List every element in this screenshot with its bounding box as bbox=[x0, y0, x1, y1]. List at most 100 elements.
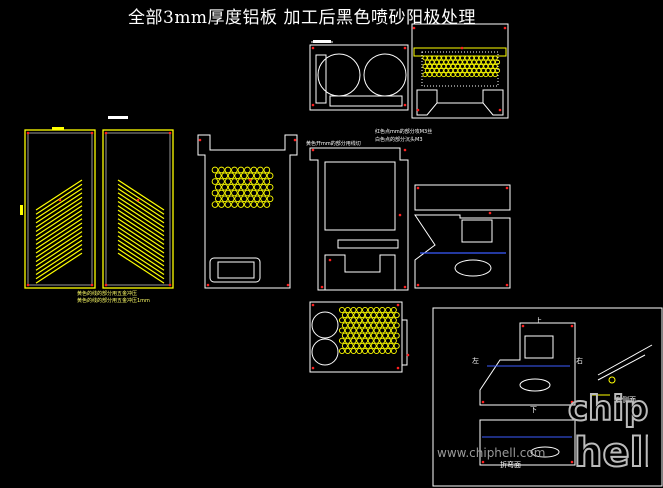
vent-hole bbox=[429, 67, 435, 74]
vent-hole bbox=[231, 201, 238, 208]
vent-hole bbox=[431, 55, 437, 61]
vent-hole bbox=[436, 55, 442, 61]
vent-hole bbox=[344, 347, 351, 354]
screw-hole bbox=[311, 303, 315, 307]
vent-hole bbox=[422, 55, 428, 61]
vent-hole bbox=[466, 67, 472, 74]
vent-hole bbox=[362, 337, 369, 344]
screw-hole bbox=[90, 131, 94, 135]
bottom-honeycomb-panel bbox=[309, 301, 408, 373]
vent-hole bbox=[227, 183, 235, 191]
vent-slat bbox=[35, 196, 83, 228]
vent-hole bbox=[227, 172, 235, 180]
vent-hole bbox=[429, 59, 435, 65]
vent-hole bbox=[350, 317, 357, 324]
vent-hole bbox=[260, 172, 267, 180]
vent-hole bbox=[459, 63, 465, 69]
vent-hole bbox=[382, 342, 389, 349]
vent-hole bbox=[244, 201, 251, 208]
vent-hole bbox=[443, 59, 449, 65]
screw-hole bbox=[398, 213, 402, 217]
screw-hole bbox=[168, 131, 172, 135]
vent-hole bbox=[353, 332, 360, 339]
vent-hole bbox=[379, 347, 386, 354]
vent-hole bbox=[424, 67, 430, 74]
vent-hole bbox=[356, 306, 363, 314]
vent-hole bbox=[364, 312, 371, 319]
vent-hole bbox=[376, 322, 383, 329]
vent-slat bbox=[35, 231, 83, 263]
vent-hole bbox=[464, 55, 470, 61]
radiator-front-panel bbox=[309, 41, 409, 111]
chiphell-logo: chip hell bbox=[567, 388, 648, 472]
vent-slat bbox=[117, 188, 165, 220]
vent-hole bbox=[379, 306, 386, 314]
vent-hole bbox=[385, 337, 392, 344]
view-label-left: 左 bbox=[472, 357, 479, 365]
screw-hole bbox=[311, 366, 315, 370]
vent-hole bbox=[434, 59, 440, 65]
vent-hole bbox=[224, 178, 232, 185]
vent-slat bbox=[117, 192, 165, 224]
screw-hole bbox=[406, 353, 410, 357]
vent-hole bbox=[445, 55, 451, 61]
vent-hole bbox=[350, 347, 357, 354]
vent-hole bbox=[341, 342, 348, 349]
note-panel-left-a: 黄色的线的部分用五金冲压 bbox=[77, 291, 138, 297]
vent-hole bbox=[445, 72, 451, 78]
view-label-side-small: 右侧面 bbox=[615, 396, 636, 404]
vent-hole bbox=[370, 332, 377, 339]
screw-hole bbox=[396, 366, 400, 370]
vent-hole bbox=[387, 322, 394, 329]
vent-hole bbox=[218, 166, 225, 174]
screw-hole bbox=[412, 26, 416, 30]
screw-hole bbox=[505, 283, 509, 287]
vent-hole bbox=[257, 178, 264, 185]
vent-hole bbox=[362, 317, 369, 324]
note-mid-top: 黄色开mm的部分用线切 bbox=[306, 141, 361, 147]
vent-hole bbox=[224, 189, 232, 197]
vent-hole bbox=[492, 55, 498, 61]
vent-slat bbox=[117, 231, 165, 263]
vent-hole bbox=[448, 67, 454, 74]
view-label-right: 右 bbox=[576, 357, 583, 365]
vent-hole bbox=[247, 183, 254, 191]
vent-hole bbox=[231, 178, 238, 185]
vent-slat bbox=[35, 243, 83, 276]
screw-hole bbox=[248, 178, 252, 182]
vent-hole bbox=[427, 55, 433, 61]
vent-hole bbox=[338, 327, 346, 334]
vent-hole bbox=[469, 55, 475, 61]
vent-hole bbox=[385, 327, 392, 334]
vent-hole bbox=[347, 312, 354, 319]
vent-hole bbox=[211, 201, 219, 208]
vent-hole bbox=[450, 72, 456, 78]
vent-hole bbox=[367, 337, 374, 344]
vent-hole bbox=[359, 322, 366, 329]
vent-hole bbox=[227, 195, 235, 203]
vent-hole bbox=[250, 201, 258, 208]
vent-hole bbox=[214, 172, 222, 180]
vent-slat bbox=[117, 243, 165, 276]
assembly-view-box bbox=[432, 307, 663, 487]
vent-slat bbox=[35, 200, 83, 233]
honeycomb-top-panel bbox=[411, 23, 509, 119]
vent-hole bbox=[338, 317, 346, 324]
vent-slat bbox=[117, 226, 165, 258]
vent-hole bbox=[347, 342, 354, 349]
drawing-title: 全部3mm厚度铝板 加工后黑色喷砂阳极处理 bbox=[128, 8, 476, 28]
screw-hole bbox=[481, 400, 485, 404]
vent-hole bbox=[367, 317, 374, 324]
watermark-url: www.chiphell.com bbox=[437, 446, 546, 460]
vent-hole bbox=[469, 72, 475, 78]
vent-hole bbox=[492, 63, 498, 69]
vent-slat bbox=[35, 248, 83, 280]
vent-slat bbox=[35, 213, 83, 245]
vent-hole bbox=[250, 178, 258, 185]
vent-hole bbox=[487, 72, 494, 78]
vent-hole bbox=[427, 72, 433, 78]
vent-hole bbox=[438, 67, 444, 74]
vent-slat bbox=[117, 200, 165, 233]
screw-hole bbox=[26, 131, 30, 135]
vent-hole bbox=[250, 166, 258, 174]
